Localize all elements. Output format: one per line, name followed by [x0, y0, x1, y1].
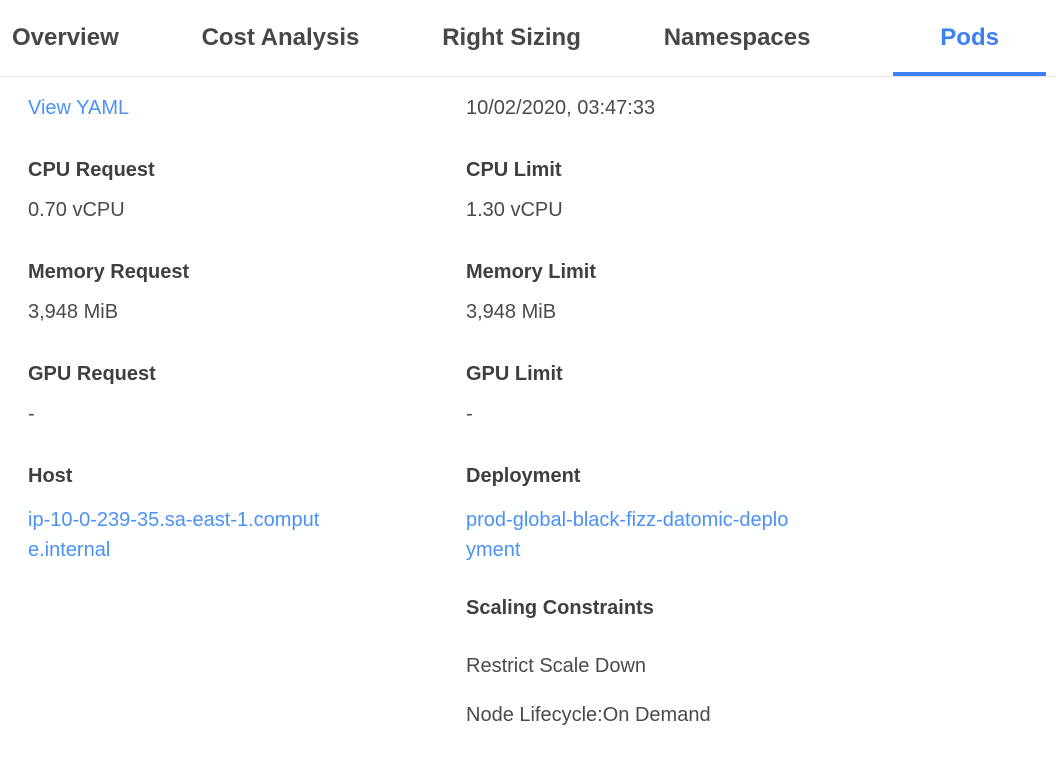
- tab-namespaces[interactable]: Namespaces: [664, 0, 811, 76]
- memory-limit-label: Memory Limit: [466, 261, 597, 283]
- tab-right-sizing-label: Right Sizing: [442, 24, 581, 51]
- memory-request-value: 3,948 MiB: [28, 301, 119, 323]
- tab-bar: Overview Cost Analysis Right Sizing Name…: [0, 0, 1056, 77]
- last-updated-timestamp: 10/02/2020, 03:47:33: [466, 97, 656, 119]
- host-field: Host ip-10-0-239-35.sa-east-1.compute.in…: [28, 465, 466, 565]
- cpu-limit-field: CPU Limit 1.30 vCPU: [466, 159, 1056, 222]
- deployment-field: Deployment prod-global-black-fizz-datomi…: [466, 465, 1056, 565]
- cpu-request-value: 0.70 vCPU: [28, 199, 125, 221]
- cpu-limit-label: CPU Limit: [466, 159, 562, 181]
- memory-limit-value: 3,948 MiB: [466, 301, 557, 323]
- tab-cost-analysis[interactable]: Cost Analysis: [202, 0, 360, 76]
- cpu-request-label: CPU Request: [28, 159, 155, 181]
- tab-pods-label: Pods: [940, 24, 999, 51]
- gpu-limit-value: -: [466, 403, 473, 425]
- memory-request-label: Memory Request: [28, 261, 190, 283]
- memory-request-field: Memory Request 3,948 MiB: [28, 261, 466, 324]
- pod-details-panel: View YAML CPU Request 0.70 vCPU Memory R…: [0, 77, 1056, 727]
- tab-right-sizing[interactable]: Right Sizing: [442, 0, 581, 76]
- gpu-request-label: GPU Request: [28, 363, 156, 385]
- scaling-constraints-title: Scaling Constraints: [466, 597, 654, 619]
- gpu-limit-label: GPU Limit: [466, 363, 563, 385]
- deployment-label: Deployment: [466, 465, 581, 487]
- deployment-link[interactable]: prod-global-black-fizz-datomic-deploymen…: [466, 509, 789, 561]
- view-yaml-link[interactable]: View YAML: [28, 97, 130, 119]
- scaling-constraint-node-lifecycle: Node Lifecycle:On Demand: [466, 704, 711, 726]
- details-left-column: View YAML CPU Request 0.70 vCPU Memory R…: [28, 97, 466, 727]
- gpu-request-value: -: [28, 403, 35, 425]
- tab-pods[interactable]: Pods: [893, 0, 1046, 76]
- gpu-request-field: GPU Request -: [28, 363, 466, 426]
- cpu-request-field: CPU Request 0.70 vCPU: [28, 159, 466, 222]
- memory-limit-field: Memory Limit 3,948 MiB: [466, 261, 1056, 324]
- gpu-limit-field: GPU Limit -: [466, 363, 1056, 426]
- tab-cost-analysis-label: Cost Analysis: [201, 24, 360, 51]
- details-right-column: 10/02/2020, 03:47:33 CPU Limit 1.30 vCPU…: [466, 97, 1056, 727]
- tab-overview[interactable]: Overview: [12, 0, 119, 76]
- tab-namespaces-label: Namespaces: [663, 24, 811, 51]
- host-label: Host: [28, 465, 73, 487]
- scaling-constraint-restrict-scale-down: Restrict Scale Down: [466, 655, 647, 677]
- cpu-limit-value: 1.30 vCPU: [466, 199, 563, 221]
- host-link[interactable]: ip-10-0-239-35.sa-east-1.compute.interna…: [28, 509, 320, 561]
- tab-overview-label: Overview: [12, 24, 119, 51]
